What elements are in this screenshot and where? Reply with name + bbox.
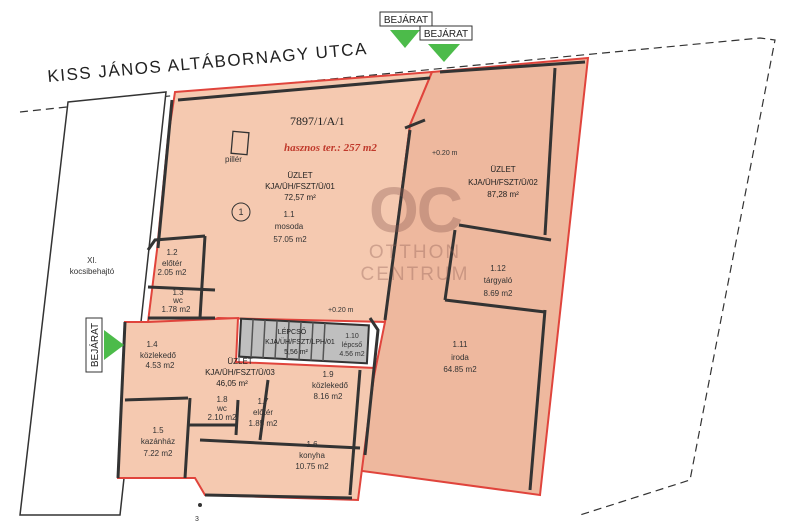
room-num: 1.1 [283,210,295,219]
room-num: 1.3 [172,288,184,297]
entrance-label: BEJÁRAT [424,27,468,40]
stair-unit-title: LÉPCSŐ [278,327,307,336]
unit-03-code: KJA/ÜH/FSZT/Ü/03 [205,368,275,377]
level-marker-upper: +0.20 m [432,150,458,157]
room-area: 8.16 m2 [314,392,343,401]
pillar [230,130,250,156]
room-name: előtér [162,259,182,268]
room-area: 64.85 m2 [443,365,477,374]
unit-03-area-value: 46,05 m² [216,379,248,388]
walls [116,60,586,500]
entrance-top-1: BEJÁRAT [379,11,433,48]
entrance-top-2: BEJÁRAT [419,25,473,62]
room-area: 2.10 m2 [208,413,237,422]
room-name: iroda [451,353,469,362]
room-area: 7.22 m2 [144,449,173,458]
watermark: OC OTTHON CENTRUM [350,178,480,286]
room-name: mosoda [275,222,304,231]
unit-03-title: ÜZLET [227,357,252,366]
neighbor-name: kocsibehajtó [70,267,115,276]
room-num: 1.12 [490,264,506,273]
unit-01-code: KJA/ÜH/FSZT/Ü/01 [265,182,335,191]
unit-02-title: ÜZLET [490,165,515,174]
staircase-steps [250,319,326,362]
room-num: 1.6 [306,440,318,449]
unit-02-code: KJA/ÜH/FSZT/Ü/02 [468,178,538,187]
stair-unit-area: 5,56 m² [284,349,308,356]
unit-02-area-value: 87,28 m² [487,190,519,199]
stair-unit-code: KJA/ÜH/FSZT/LPH/01 [265,338,335,346]
room-area: 4.53 m2 [146,361,175,370]
room-area: 10.75 m2 [295,462,329,471]
staircase [238,317,370,365]
marker-label: 1 [238,207,243,217]
room-num: 1.2 [166,248,178,257]
room-num: 1.9 [322,370,334,379]
pillar-label: pillér [225,155,242,164]
room-area: 2.05 m2 [158,268,187,277]
parcel-area: hasznos ter.: 257 m2 [284,142,377,154]
room-area: 57.05 m2 [273,235,307,244]
room-name: wc [172,296,183,305]
room-num: 1.11 [453,340,469,349]
room-name: konyha [299,451,325,460]
room-num: 1.7 [257,397,269,406]
room-name: közlekedő [140,351,177,360]
room-name: kazánház [141,437,175,446]
room-area: 4.56 m2 [339,351,364,358]
survey-point-label: 3 [195,516,199,523]
parcel-id: 7897/1/A/1 [290,114,345,128]
room-area: 8.69 m2 [484,289,513,298]
room-area: 1.85 m2 [249,419,278,428]
room-num: 1.10 [345,333,359,340]
room-name: közlekedő [312,381,349,390]
entrance-left: BEJÁRAT [85,317,124,373]
watermark-logo: OC [369,174,463,246]
entrance-label: BEJÁRAT [384,13,428,26]
room-num: 1.5 [152,426,164,435]
watermark-name: OTTHON CENTRUM [360,242,470,285]
survey-point [198,503,202,507]
neighbor-num: XI. [87,256,97,265]
room-num: 1.4 [146,340,158,349]
entrance-label: BEJÁRAT [88,323,101,367]
unit-01-title: ÜZLET [287,171,312,180]
unit-01-area-value: 72,57 m² [284,193,316,202]
room-name: lépcső [342,342,362,349]
room-area: 1.78 m2 [162,305,191,314]
level-marker-lower: +0.20 m [328,307,354,314]
room-num: 1.8 [216,395,228,404]
room-name: tárgyaló [484,276,513,285]
room-name: wc [216,404,227,413]
room-name: előtér [253,408,273,417]
street-name: KISS JÁNOS ALTÁBORNAGY UTCA [47,39,369,86]
marker-circle [231,202,251,222]
